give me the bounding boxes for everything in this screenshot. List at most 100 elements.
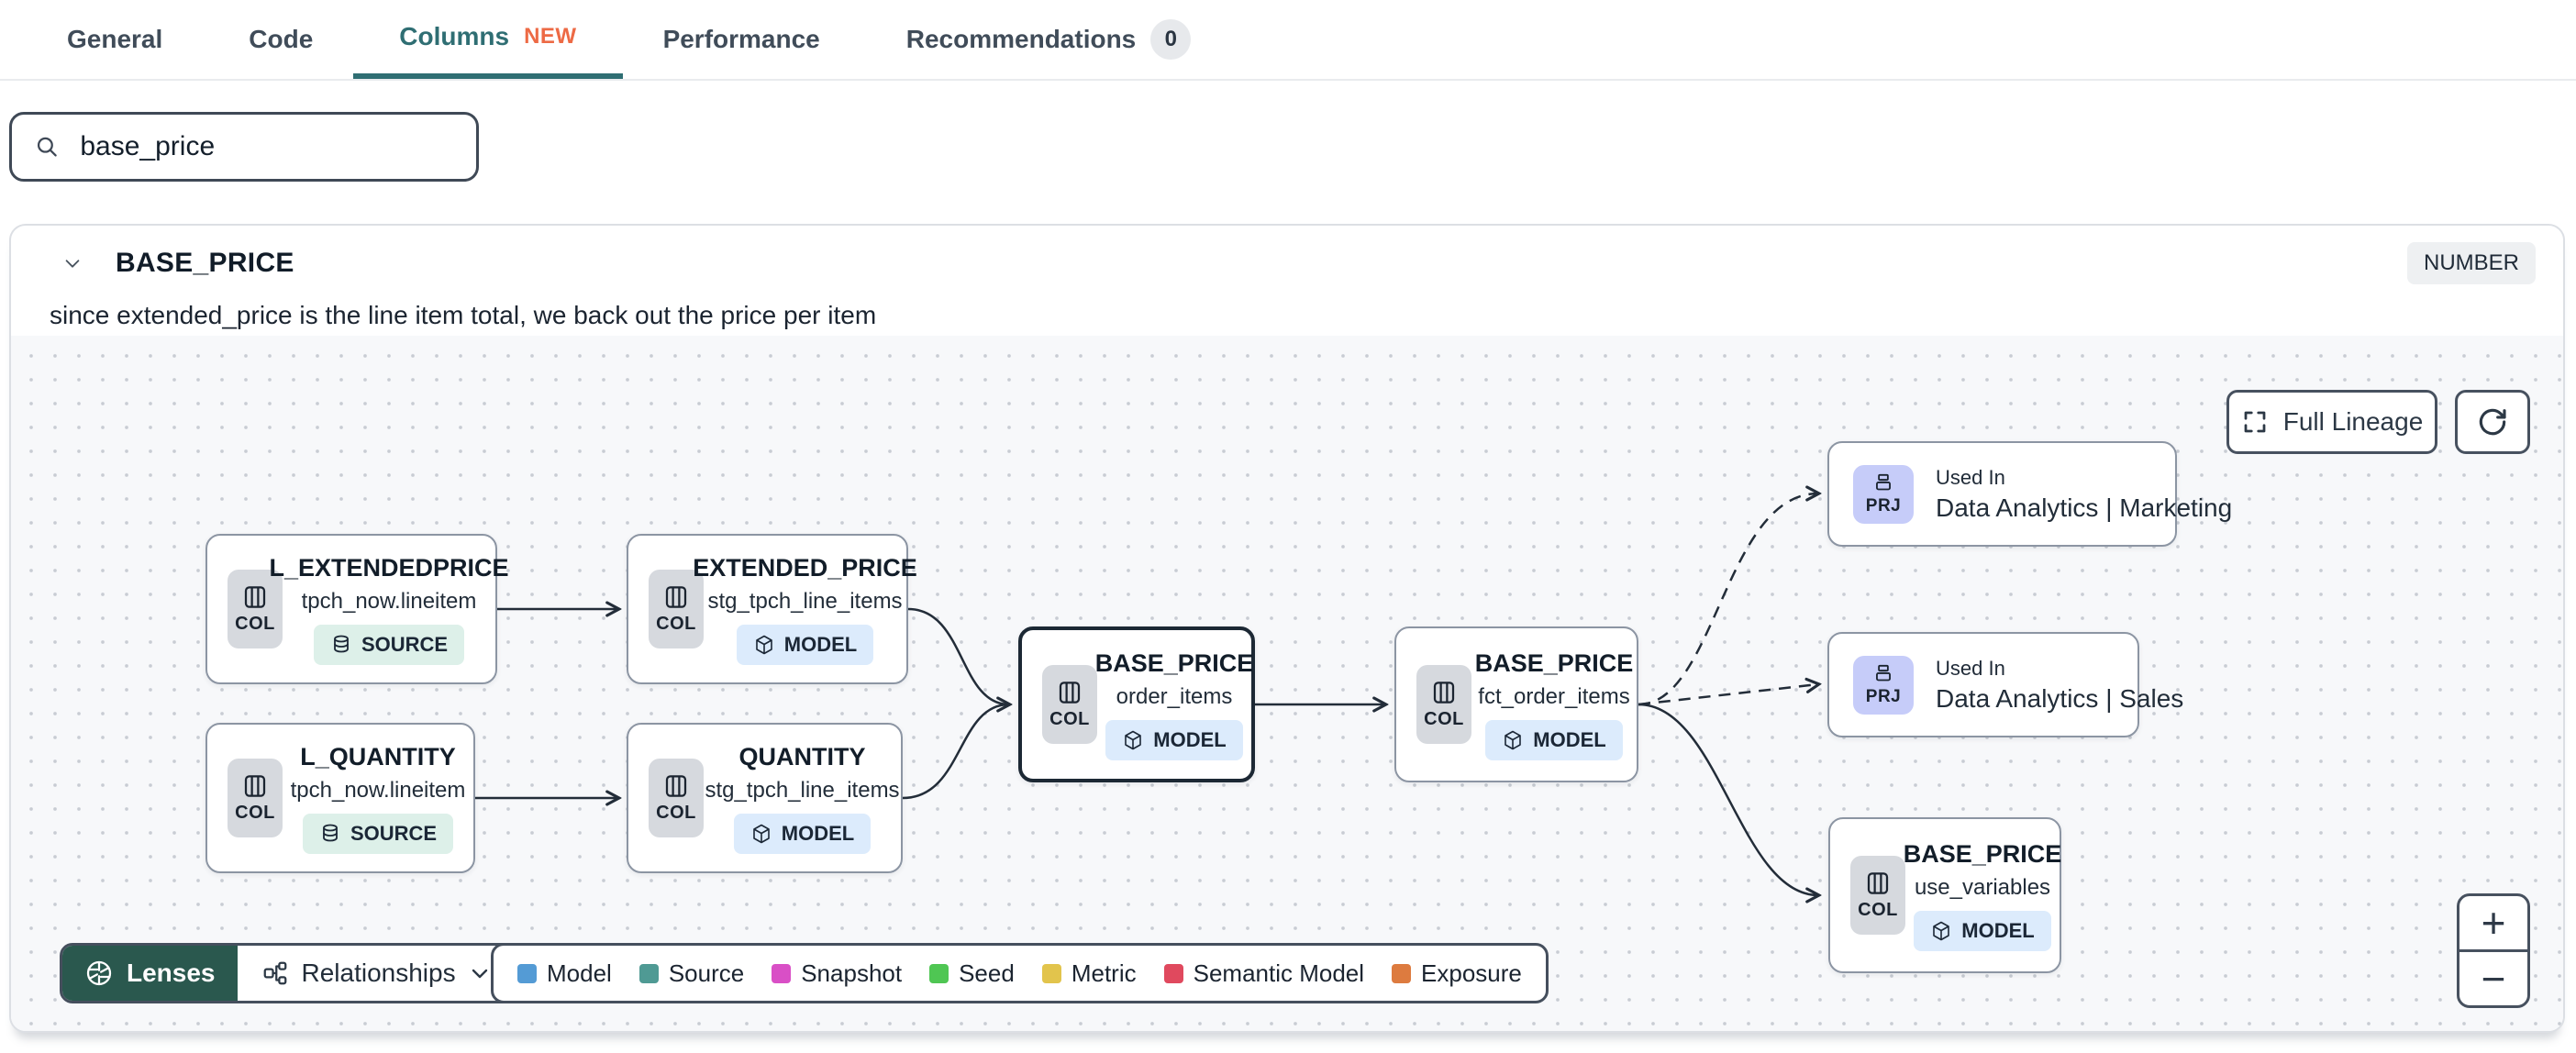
column-panel-header: BASE_PRICE NUMBER — [11, 226, 2563, 294]
model-badge: MODEL — [1105, 719, 1243, 760]
lenses-button[interactable]: Lenses — [62, 946, 238, 1001]
model-cube-icon — [1933, 921, 1950, 940]
refresh-button[interactable] — [2455, 390, 2530, 454]
project-chip: PRJ — [1853, 655, 1914, 715]
node-subtitle: order_items — [1116, 683, 1233, 709]
zoom-out-button[interactable]: − — [2481, 955, 2506, 1003]
column-panel: BASE_PRICE NUMBER since extended_price i… — [9, 224, 2565, 1033]
search-input[interactable] — [78, 130, 458, 163]
legend-item-model: Model — [517, 959, 612, 988]
model-badge: MODEL — [736, 624, 874, 665]
source-badge: SOURCE — [302, 813, 454, 854]
full-lineage-button[interactable]: Full Lineage — [2226, 390, 2437, 454]
column-chip: COL — [649, 570, 704, 648]
node-quantity[interactable]: COL QUANTITY stg_tpch_line_items MODEL — [627, 723, 903, 873]
legend-item-source: Source — [638, 959, 744, 988]
expand-icon — [2244, 411, 2266, 433]
edge-fct-sales — [1638, 684, 1818, 706]
legend-item-seed: Seed — [929, 959, 1015, 988]
node-title: BASE_PRICE — [1903, 839, 2062, 868]
chevron-down-icon — [472, 969, 487, 979]
edge-quantity-baseprice — [902, 703, 1010, 800]
used-in-label: Used In — [1936, 465, 2005, 489]
node-subtitle: tpch_now.lineitem — [290, 777, 466, 803]
tab-code[interactable]: Code — [249, 25, 314, 53]
refresh-icon — [2479, 408, 2506, 436]
node-base-price-use-variables[interactable]: COL BASE_PRICE use_variables MODEL — [1828, 817, 2061, 973]
search-icon — [37, 137, 57, 157]
model-cube-icon — [1125, 730, 1142, 749]
model-badge: MODEL — [733, 813, 872, 854]
column-type-badge: NUMBER — [2406, 242, 2536, 284]
column-search — [9, 112, 479, 182]
columns-icon — [244, 586, 266, 608]
node-title: BASE_PRICE — [1474, 648, 1634, 677]
node-base-price-order-items[interactable]: COL BASE_PRICE order_items MODEL — [1018, 626, 1255, 782]
node-subtitle: tpch_now.lineitem — [301, 588, 477, 614]
node-title: BASE_PRICE — [1094, 648, 1254, 677]
source-swatch — [638, 963, 659, 983]
tab-columns[interactable]: Columns NEW — [353, 0, 623, 79]
seed-swatch — [929, 963, 949, 983]
legend-item-metric: Metric — [1041, 959, 1137, 988]
legend-item-semantic-model: Semantic Model — [1163, 959, 1364, 988]
lineage-edges — [475, 336, 2563, 1031]
node-title: L_QUANTITY — [300, 742, 456, 770]
column-chip: COL — [649, 759, 704, 837]
zoom-in-button[interactable]: + — [2459, 896, 2527, 952]
columns-icon — [665, 775, 687, 797]
column-description: since extended_price is the line item to… — [50, 301, 877, 329]
model-swatch — [517, 963, 537, 983]
node-subtitle: stg_tpch_line_items — [707, 588, 903, 614]
columns-icon — [1867, 872, 1889, 894]
database-icon — [334, 635, 349, 652]
project-stack-icon — [1876, 473, 1891, 491]
column-chip: COL — [228, 570, 283, 648]
node-base-price-fct-order-items[interactable]: COL BASE_PRICE fct_order_items MODEL — [1394, 626, 1638, 782]
node-subtitle: fct_order_items — [1478, 683, 1630, 709]
node-used-in-sales[interactable]: PRJ Used In Data Analytics | Sales — [1827, 632, 2183, 737]
model-cube-icon — [1505, 730, 1522, 749]
node-title: Data Analytics | Marketing — [1936, 493, 2233, 522]
node-title: L_EXTENDEDPRICE — [269, 553, 509, 582]
model-cube-icon — [752, 824, 770, 843]
model-badge: MODEL — [1485, 719, 1623, 760]
node-used-in-marketing[interactable]: PRJ Used In Data Analytics | Marketing — [1827, 441, 2232, 547]
node-title: QUANTITY — [738, 742, 866, 770]
column-chip: COL — [1416, 665, 1471, 744]
edge-fct-usevariables — [1638, 703, 1818, 895]
node-extended-price[interactable]: COL EXTENDED_PRICE stg_tpch_line_items M… — [627, 534, 917, 684]
snapshot-swatch — [772, 963, 792, 983]
new-badge: NEW — [524, 24, 577, 49]
exposure-swatch — [1392, 963, 1412, 983]
semantic-model-swatch — [1163, 963, 1183, 983]
node-subtitle: stg_tpch_line_items — [705, 777, 900, 803]
lens-aperture-icon — [86, 960, 112, 986]
node-l-quantity[interactable]: COL L_QUANTITY tpch_now.lineitem SOURCE — [205, 723, 475, 873]
relationships-dropdown[interactable]: Relationships — [238, 946, 515, 1001]
tab-general[interactable]: General — [67, 25, 163, 53]
lens-controls: Lenses Relationships — [60, 943, 517, 1003]
model-cube-icon — [755, 635, 772, 654]
edge-fct-marketing — [1638, 493, 1818, 706]
node-l-extendedprice[interactable]: COL L_EXTENDEDPRICE tpch_now.lineitem SO… — [205, 534, 509, 684]
source-badge: SOURCE — [313, 624, 465, 665]
tab-recommendations[interactable]: Recommendations 0 — [906, 0, 1192, 79]
edge-extendedprice-baseprice — [907, 607, 1009, 704]
relationships-icon — [263, 961, 286, 985]
column-chip: COL — [1850, 856, 1905, 935]
column-chip: COL — [1042, 665, 1097, 744]
lineage-canvas[interactable]: COL L_EXTENDEDPRICE tpch_now.lineitem SO… — [11, 336, 2563, 1031]
zoom-controls: + − — [2457, 893, 2530, 1008]
columns-icon — [1059, 682, 1081, 704]
node-title: Data Analytics | Sales — [1936, 683, 2184, 713]
project-chip: PRJ — [1853, 464, 1914, 524]
tab-bar: General Code Columns NEW Performance Rec… — [0, 0, 2576, 81]
columns-icon — [665, 586, 687, 608]
columns-icon — [244, 775, 266, 797]
chevron-down-icon[interactable] — [62, 253, 83, 273]
project-stack-icon — [1876, 664, 1891, 682]
legend-item-exposure: Exposure — [1392, 959, 1522, 988]
tab-performance[interactable]: Performance — [662, 25, 820, 53]
